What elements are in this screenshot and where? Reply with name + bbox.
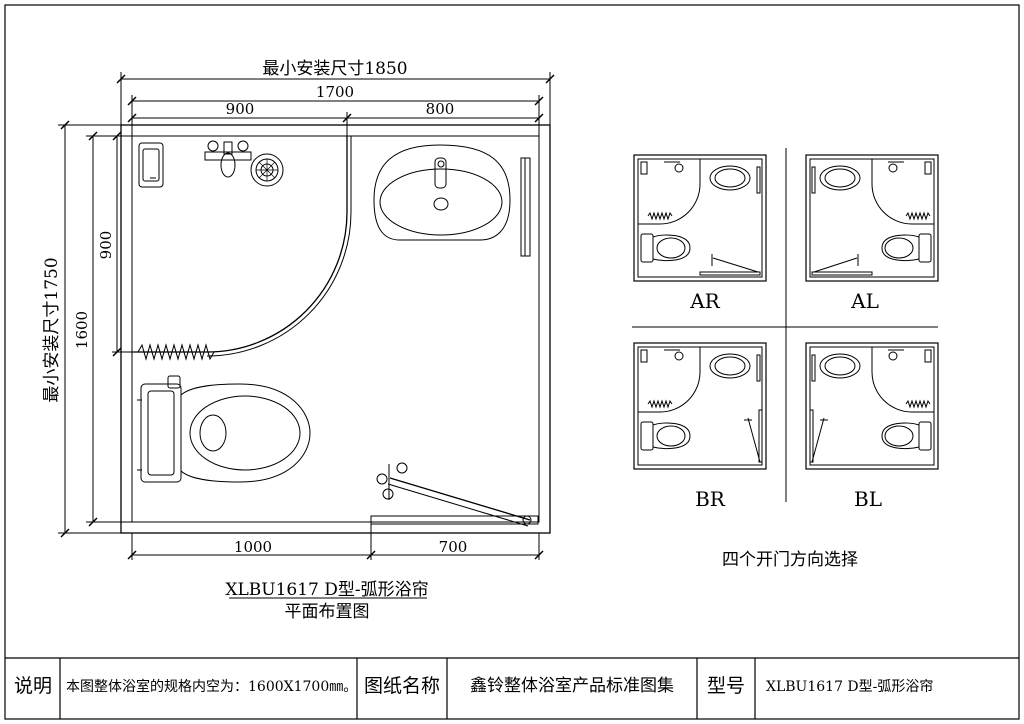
floor-plan xyxy=(58,72,555,560)
plan-caption-title: 平面布置图 xyxy=(285,602,370,622)
basin-faucet xyxy=(434,157,447,189)
floor-drain xyxy=(250,153,284,187)
min-height-label: 最小安装尺寸1750 xyxy=(42,257,62,402)
plan-caption-model: XLBU1617 D型-弧形浴帘 xyxy=(225,580,428,600)
toilet-bowl xyxy=(180,383,311,483)
shelf-inner xyxy=(142,148,160,182)
valve-knob xyxy=(207,140,219,152)
shower-mixer xyxy=(220,152,236,178)
door-track xyxy=(370,515,539,525)
flush-button xyxy=(167,375,181,389)
dim-1600: 1600 xyxy=(73,311,91,349)
shower-valve xyxy=(204,151,252,161)
outer-wall xyxy=(120,124,551,534)
variant-ar-plan xyxy=(633,154,767,282)
shower-curtain xyxy=(137,343,215,361)
dim-1700: 1700 xyxy=(316,83,354,101)
inner-wall xyxy=(131,135,540,523)
model-label: 型号 xyxy=(707,675,745,697)
variant-br-label: BR xyxy=(695,487,726,511)
variant-al-label: AL xyxy=(850,289,879,313)
note-text: 本图整体浴室的规格内空为：1600X1700㎜。 xyxy=(66,678,357,695)
variants-caption: 四个开门方向选择 xyxy=(722,550,858,570)
dim-1000-bottom: 1000 xyxy=(234,538,272,556)
sheet-border xyxy=(4,4,1020,720)
curtain-rail-inner xyxy=(206,136,352,357)
variant-bl-label: BL xyxy=(854,487,882,511)
drawing-name-label: 图纸名称 xyxy=(364,675,440,697)
title-block-frame xyxy=(5,657,1019,719)
washbasin-bowl xyxy=(379,168,503,236)
variant-dividers xyxy=(632,148,938,502)
dim-700-bottom: 700 xyxy=(439,538,468,556)
basin-drain xyxy=(433,197,449,211)
model-value: XLBU1617 D型-弧形浴帘 xyxy=(766,679,933,695)
variant-bl-plan xyxy=(805,342,939,470)
dim-800-top: 800 xyxy=(426,100,455,118)
variant-br-plan xyxy=(633,342,767,470)
shelf xyxy=(138,142,164,188)
min-width-label: 最小安装尺寸1850 xyxy=(262,59,407,79)
dim-900-left: 900 xyxy=(97,231,115,260)
dim-900-top: 900 xyxy=(226,100,255,118)
variant-al-plan xyxy=(805,154,939,282)
drawing-name: 鑫铃整体浴室产品标准图集 xyxy=(470,676,674,696)
note-label: 说明 xyxy=(14,675,52,697)
dim-ticks xyxy=(60,74,555,560)
variant-ar-label: AR xyxy=(689,289,720,313)
toilet-seat-hinge xyxy=(199,414,227,452)
shower-door xyxy=(389,477,531,521)
curtain-rail xyxy=(132,136,348,353)
valve-knob xyxy=(237,140,249,152)
toilet-tank xyxy=(140,383,182,483)
washbasin-counter xyxy=(373,144,511,241)
